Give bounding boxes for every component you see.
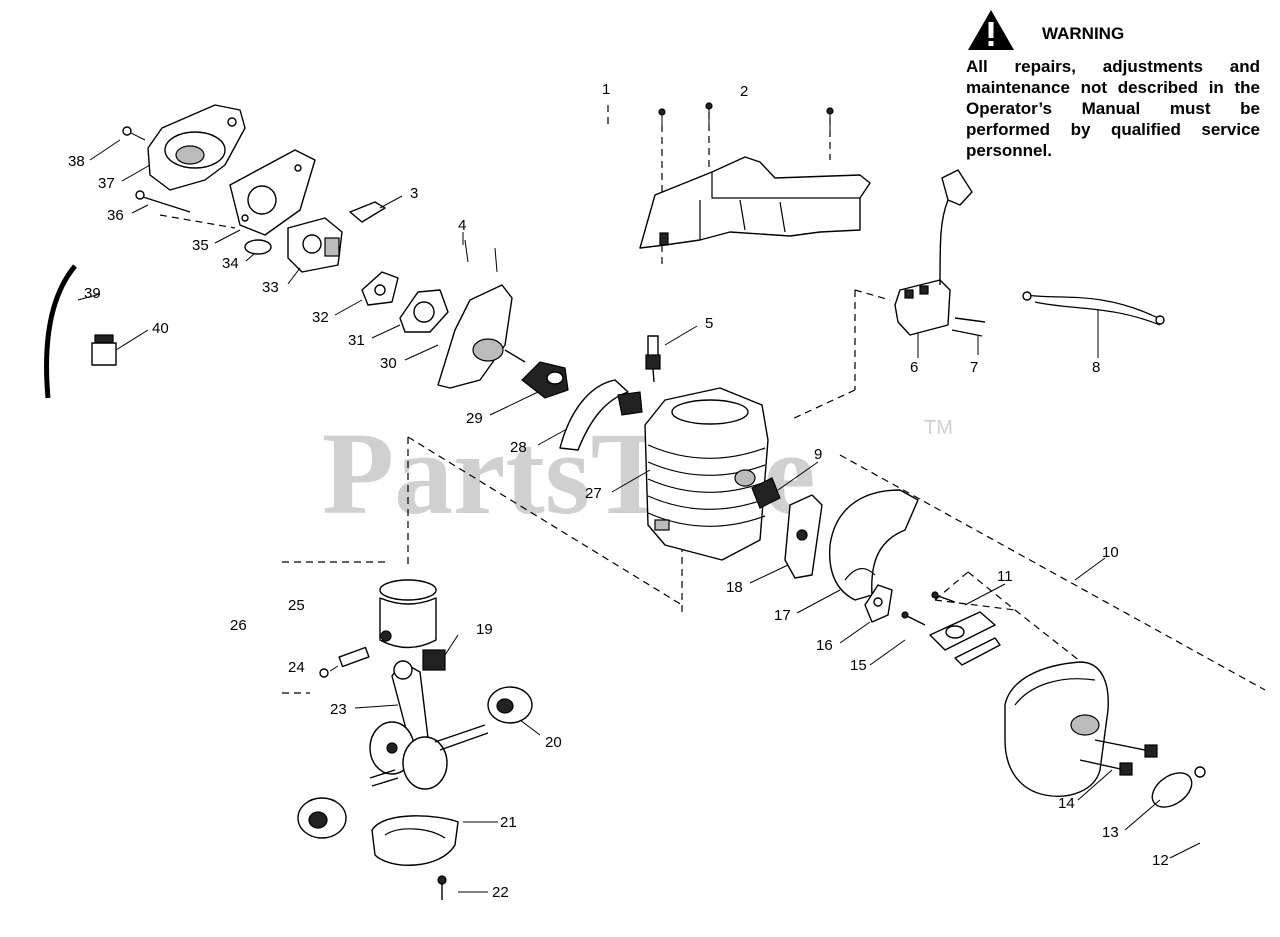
callout-6: 6 [910,359,918,376]
bearing-left [297,797,347,839]
warning-title: WARNING [1042,24,1125,43]
gasket-31 [399,289,449,333]
cover-13 [1151,766,1206,808]
spark-plug-5 [645,335,661,383]
callout-11: 11 [997,568,1013,585]
callout-15: 15 [850,657,867,674]
gasket-32 [361,271,399,306]
callout-17: 17 [774,607,791,624]
part-callouts: 1 2 3 4 5 6 7 8 9 10 11 12 13 14 15 16 1… [68,81,1169,901]
warning-notice: WARNING All repairs, adjustments and mai… [966,8,1260,161]
callout-10: 10 [1102,544,1119,561]
crankshaft-23 [369,660,489,790]
callout-21: 21 [500,814,517,831]
air-filter-cover-part [147,104,246,191]
callout-37: 37 [98,175,115,192]
callout-32: 32 [312,309,329,326]
callout-8: 8 [1092,359,1100,376]
callout-30: 30 [380,355,397,372]
bolt-36 [135,190,191,213]
wire-8 [1022,291,1165,326]
callout-5: 5 [705,315,713,332]
carburetor-part [287,201,386,273]
callout-14: 14 [1058,795,1075,812]
callout-33: 33 [262,279,279,296]
intake-boot-29 [521,361,569,399]
adapter-30 [437,239,526,389]
piston-pin-24 [319,646,370,678]
warning-triangle-icon [968,10,1014,50]
callout-28: 28 [510,439,527,456]
gasket-18 [784,494,823,579]
callout-16: 16 [816,637,833,654]
callout-12: 12 [1152,852,1169,869]
callout-25: 25 [288,597,305,614]
callout-20: 20 [545,734,562,751]
bolt-22 [437,875,447,900]
callout-3: 3 [410,185,418,202]
screws-15 [901,591,956,626]
callout-1: 1 [602,81,610,98]
warning-text: All repairs, adjustments and maintenance… [966,57,1260,160]
fuel-line-39 [44,264,77,399]
callout-23: 23 [330,701,347,718]
heat-shield-17 [828,489,919,601]
piston-25 [379,579,437,649]
callout-13: 13 [1102,824,1119,841]
callout-40: 40 [152,320,169,337]
plate-11 [929,611,1001,666]
intake-manifold-28 [559,379,643,451]
gasket-16 [864,584,893,623]
callout-35: 35 [192,237,209,254]
cylinder-27 [644,387,769,561]
callout-24: 24 [288,659,305,676]
callout-9: 9 [814,446,822,463]
fuel-filter-40 [91,334,117,366]
callout-19: 19 [476,621,493,638]
gasket-9 [751,477,781,509]
callout-36: 36 [107,207,124,224]
callout-7: 7 [970,359,978,376]
top-cover-part [639,102,871,249]
callout-27: 27 [585,485,602,502]
warning-header: WARNING [966,8,1260,52]
muffler-10 [1004,661,1158,797]
callout-29: 29 [466,410,483,427]
callout-22: 22 [492,884,509,901]
bolt-38 [122,126,146,141]
bearing-20 [487,686,533,724]
leader-lines [77,139,1201,893]
callout-2: 2 [740,83,748,100]
watermark-trademark: TM [924,417,953,439]
gasket-34 [244,239,272,255]
callout-4: 4 [458,217,466,234]
callout-26: 26 [230,617,247,634]
callout-39: 39 [84,285,101,302]
callout-18: 18 [726,579,743,596]
filter-plate-part [229,149,316,236]
callout-34: 34 [222,255,239,272]
callout-38: 38 [68,153,85,170]
callout-31: 31 [348,332,365,349]
ignition-module-6 [894,169,986,337]
gasket-21 [371,815,459,866]
needle-bearing-19 [422,649,446,671]
